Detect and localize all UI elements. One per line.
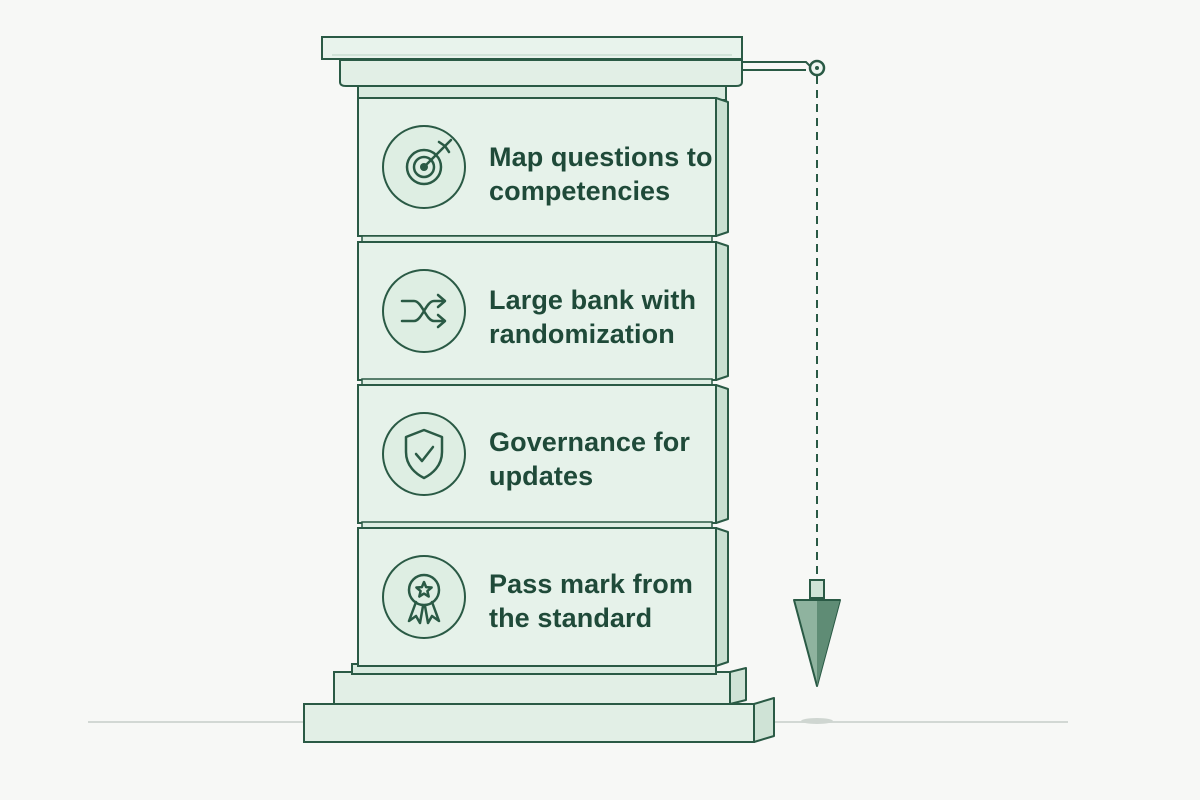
block-label-competencies: Map questions to competencies: [489, 140, 714, 208]
block-label-line: Pass mark from: [489, 569, 694, 599]
plumb-line: [742, 59, 841, 687]
pillar-blocks: [357, 97, 729, 667]
block-label-line: randomization: [489, 319, 675, 349]
block-competencies: [357, 97, 729, 237]
target-icon: [382, 125, 466, 209]
shuffle-icon: [382, 269, 466, 353]
block-label-randomization: Large bank with randomization: [489, 283, 714, 351]
block-label-pass-mark: Pass mark from the standard: [489, 567, 714, 635]
block-governance: [357, 378, 729, 524]
shield-check-icon: [382, 412, 466, 496]
block-label-line: competencies: [489, 176, 671, 206]
plumb-bob-icon: [793, 579, 841, 687]
block-label-line: the standard: [489, 603, 653, 633]
plumb-bob-shadow: [801, 718, 833, 724]
award-ribbon-icon: [382, 555, 466, 639]
block-label-line: Large bank with: [489, 285, 697, 315]
block-label-line: Map questions to: [489, 142, 713, 172]
block-label-governance: Governance for updates: [489, 425, 714, 493]
block-label-line: Governance for: [489, 427, 690, 457]
block-label-line: updates: [489, 461, 594, 491]
pillar-base: [303, 663, 775, 743]
block-pass-mark: [357, 521, 729, 667]
pillar-capital: [321, 36, 743, 101]
